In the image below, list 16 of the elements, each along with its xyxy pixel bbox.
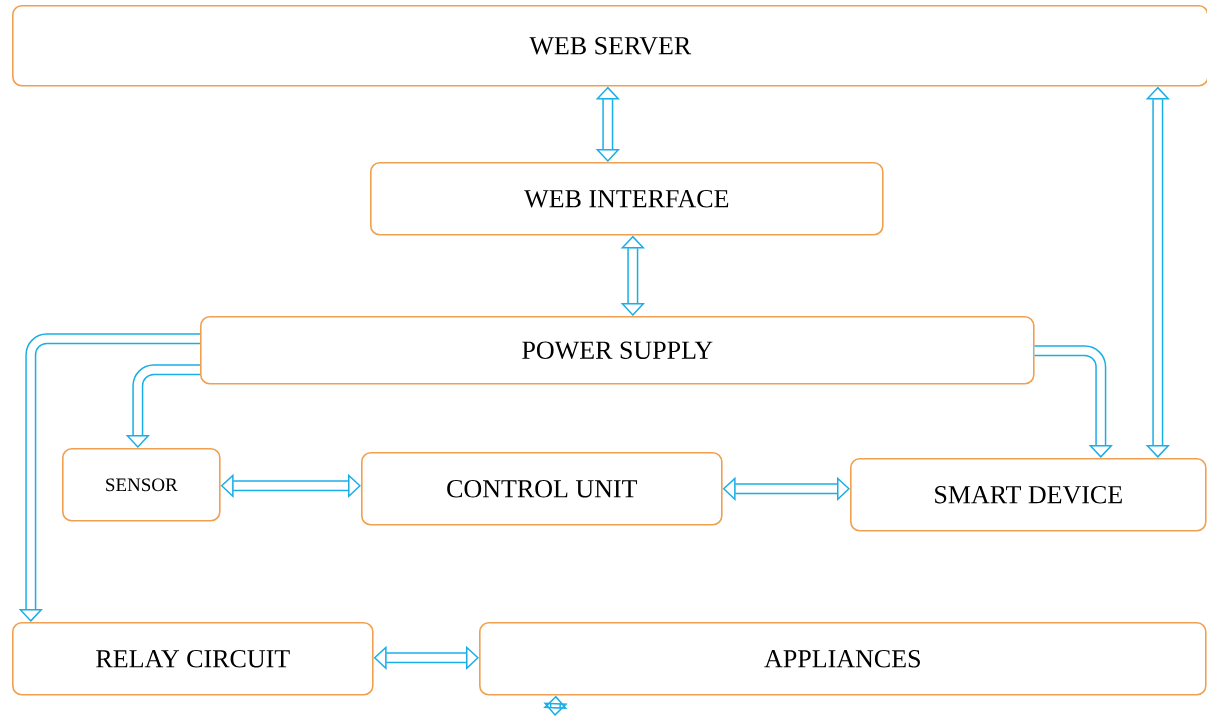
- process-box: CONTROL UNIT: [361, 452, 723, 526]
- arrow: [620, 235, 645, 316]
- process-box: SMART DEVICE: [850, 458, 1207, 532]
- arrow: [1145, 86, 1170, 458]
- arrow: [1034, 345, 1113, 458]
- process-box: RELAY CIRCUIT: [12, 622, 374, 696]
- process-box: SENSOR: [62, 448, 221, 522]
- arrow: [722, 476, 850, 501]
- process-box: WEB INTERFACE: [370, 162, 884, 236]
- arrow: [595, 86, 620, 162]
- arrow: [373, 645, 479, 670]
- process-box: APPLIANCES: [479, 622, 1207, 696]
- process-box: POWER SUPPLY: [200, 316, 1035, 385]
- arrow: [220, 473, 361, 498]
- process-box: WEB SERVER: [12, 5, 1207, 87]
- arrow: [543, 695, 568, 716]
